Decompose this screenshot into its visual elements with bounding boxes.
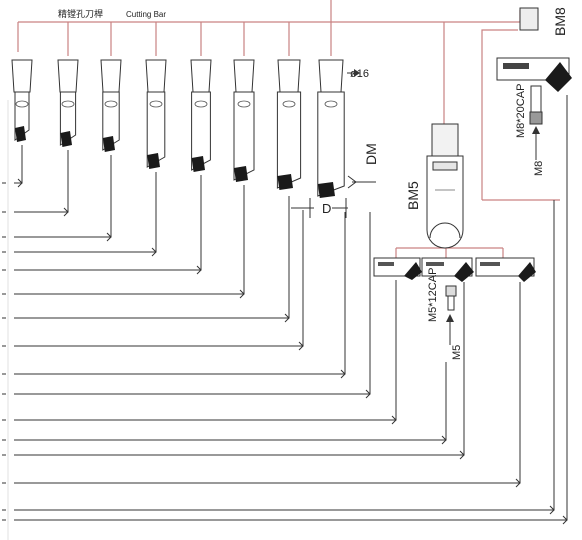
bar-shank bbox=[58, 60, 78, 92]
bm5-head-left bbox=[374, 258, 422, 280]
bar-logo bbox=[16, 101, 28, 107]
connector-7 bbox=[2, 196, 289, 322]
m8-thread-label: M8 bbox=[533, 161, 545, 176]
bm8-label: BM8 bbox=[552, 7, 568, 36]
bar-insert bbox=[277, 174, 293, 190]
m8-pointer-arrow bbox=[532, 126, 540, 134]
header-title-en: Cutting Bar bbox=[126, 10, 166, 19]
bar-logo bbox=[195, 101, 207, 107]
m5-screw bbox=[446, 286, 456, 310]
connector-3 bbox=[2, 155, 111, 241]
m5-screw-label: M5*12CAP bbox=[427, 268, 439, 322]
bar-logo bbox=[238, 101, 250, 107]
header-title-cn: 精镗孔刀桿 bbox=[58, 8, 103, 19]
d-dimension bbox=[291, 198, 348, 218]
boring-bar-2 bbox=[58, 60, 78, 147]
connector-10 bbox=[2, 212, 370, 398]
d-label: D bbox=[322, 201, 331, 216]
boring-bar-6 bbox=[234, 60, 254, 182]
connector-6 bbox=[2, 185, 244, 298]
connector-2 bbox=[2, 150, 68, 216]
bar-insert bbox=[147, 153, 160, 169]
m5-pointer-arrow bbox=[446, 314, 454, 322]
connector-14 bbox=[2, 282, 520, 487]
bar-shank bbox=[12, 60, 32, 92]
boring-bars bbox=[12, 60, 344, 198]
bm5-module bbox=[427, 124, 463, 248]
bm5-head-right bbox=[476, 258, 536, 282]
boring-bar-8 bbox=[318, 60, 344, 198]
bar-insert bbox=[192, 156, 205, 172]
boring-bar-7 bbox=[277, 60, 300, 190]
bar-shank bbox=[234, 60, 254, 92]
bar-logo bbox=[325, 101, 337, 107]
connector-15 bbox=[2, 200, 554, 514]
bar-shank bbox=[278, 60, 300, 92]
connector-4 bbox=[2, 172, 156, 256]
m8-screw bbox=[530, 86, 542, 124]
m8-screw-label: M8*20CAP bbox=[515, 84, 527, 138]
bar-shank bbox=[101, 60, 121, 92]
boring-bar-4 bbox=[146, 60, 166, 169]
shank-diameter-label: ø16 bbox=[350, 68, 369, 80]
connector-11 bbox=[2, 280, 396, 424]
bar-logo bbox=[62, 101, 74, 107]
bar-shank bbox=[319, 60, 343, 92]
bar-shank bbox=[146, 60, 166, 92]
boring-bar-3 bbox=[101, 60, 121, 152]
bar-insert bbox=[318, 182, 335, 198]
boring-bar-1 bbox=[12, 60, 32, 142]
dm-label: DM bbox=[363, 143, 379, 165]
bar-logo bbox=[283, 101, 295, 107]
connector-8 bbox=[2, 210, 303, 350]
bar-insert bbox=[60, 131, 72, 147]
m5-thread-label: M5 bbox=[451, 345, 463, 360]
bar-logo bbox=[105, 101, 117, 107]
bar-insert bbox=[103, 136, 115, 152]
bar-body bbox=[318, 92, 344, 196]
bm5-label: BM5 bbox=[405, 181, 421, 210]
bar-insert bbox=[234, 166, 248, 182]
bar-logo bbox=[150, 101, 162, 107]
boring-bar-5 bbox=[191, 60, 211, 172]
connector-5 bbox=[2, 175, 201, 274]
connector-1 bbox=[2, 145, 22, 187]
bar-shank bbox=[191, 60, 211, 92]
connector-13 bbox=[2, 282, 464, 459]
